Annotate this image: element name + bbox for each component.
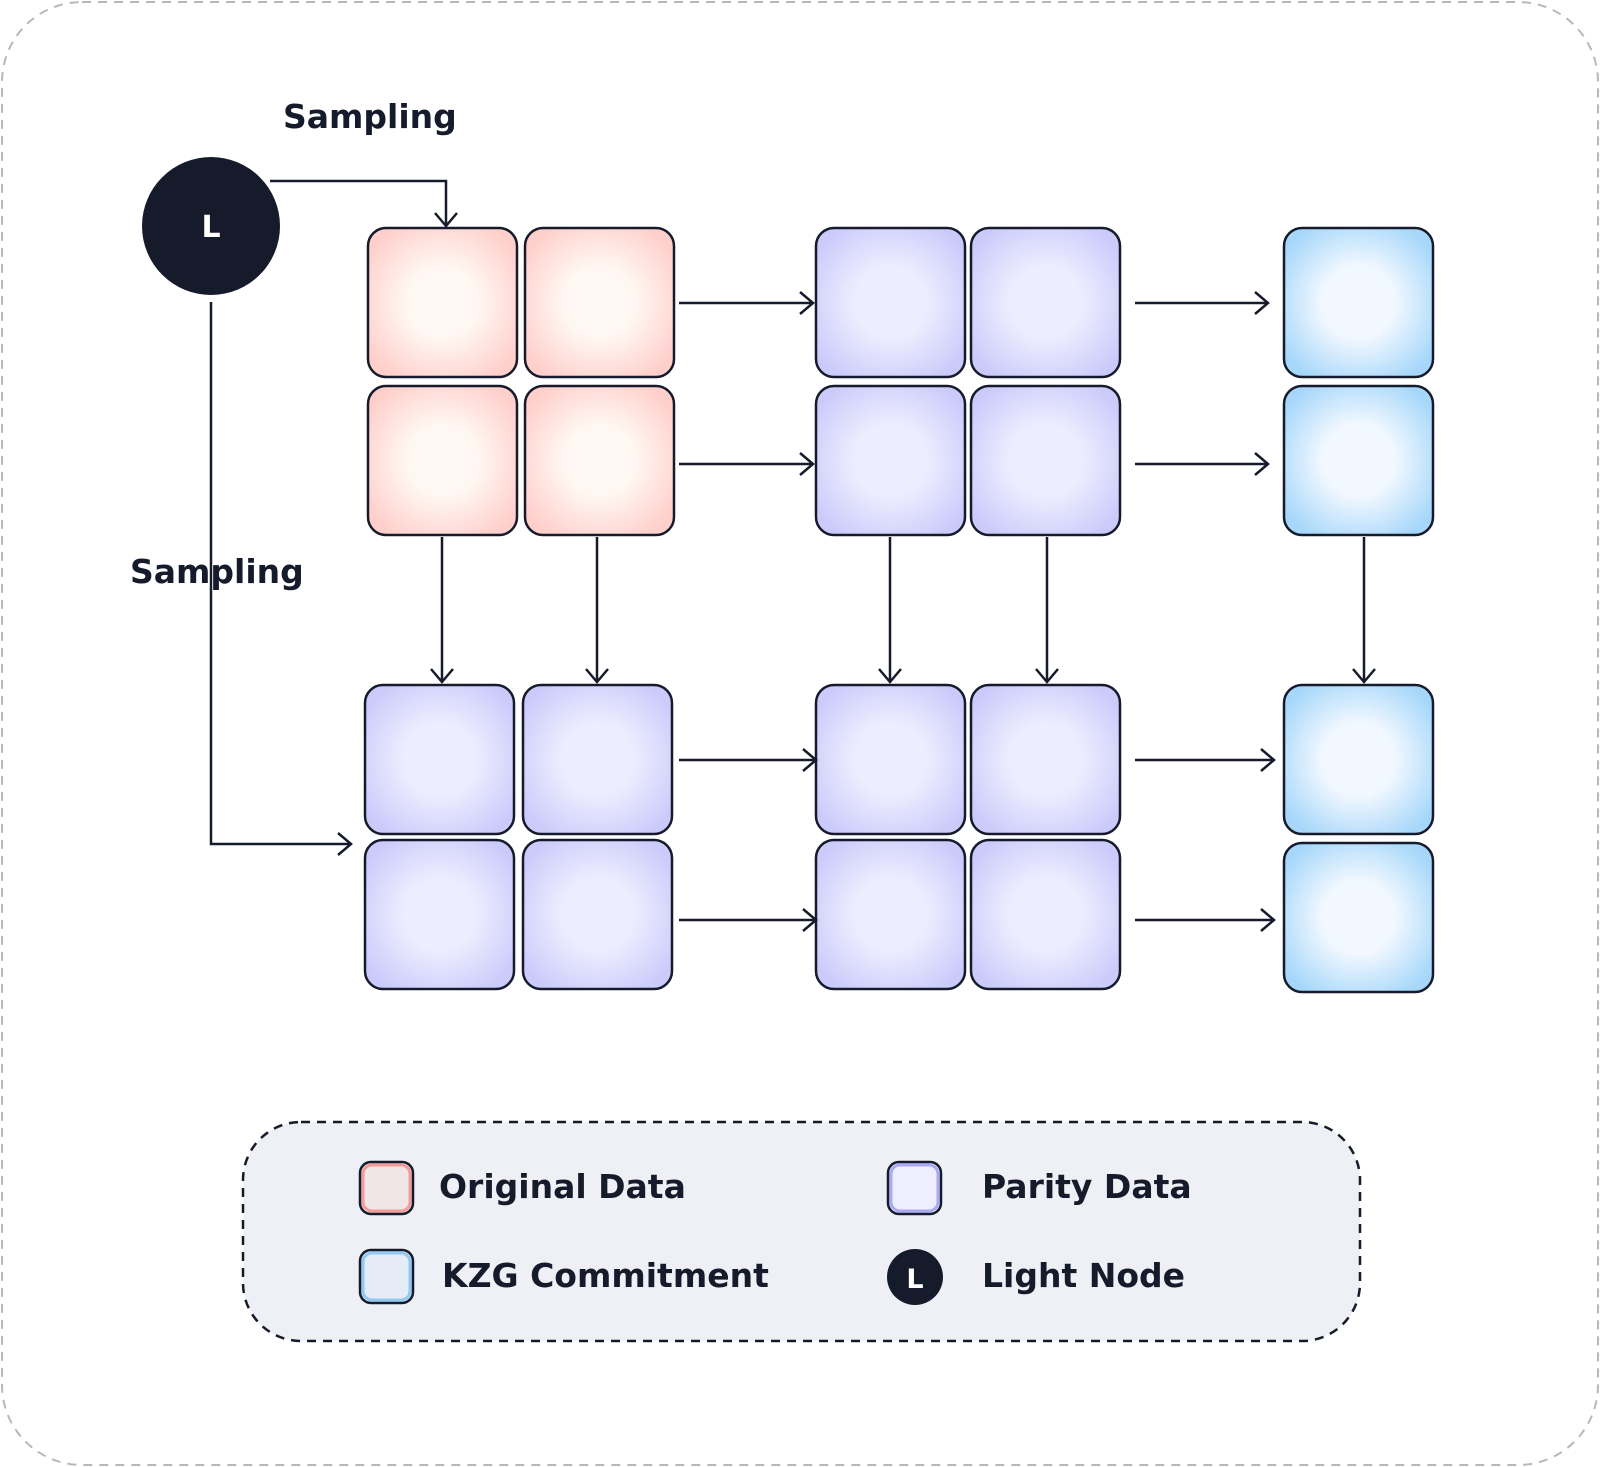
arrow-icon xyxy=(1260,908,1276,932)
original-data-cell xyxy=(523,384,676,537)
arrow-icon xyxy=(802,908,818,932)
legend-label-light-node: Light Node xyxy=(982,1256,1185,1295)
legend-item-light-node: L Light Node xyxy=(887,1249,1185,1305)
arrow-icon xyxy=(430,668,454,684)
parity-data-cell xyxy=(521,683,674,836)
original-data-cell xyxy=(366,226,519,379)
light-node-legend-letter: L xyxy=(906,1264,923,1295)
parity-data-cell xyxy=(969,226,1122,379)
parity-data-cell xyxy=(814,384,967,537)
arrow-layer xyxy=(209,179,1376,932)
arrow-icon xyxy=(878,668,902,684)
parity-data-cell xyxy=(814,226,967,379)
kzg-commitment-cell xyxy=(1282,226,1435,379)
parity-data-cell xyxy=(814,838,967,991)
kzg-commitment-cell xyxy=(1282,384,1435,537)
parity-data-cell xyxy=(363,838,516,991)
parity-data-cell xyxy=(969,838,1122,991)
sampling-label-left: Sampling xyxy=(130,552,304,591)
legend: Original Data Parity Data KZG Commitment… xyxy=(241,1120,1362,1343)
arrow-icon xyxy=(1352,668,1376,684)
original-data-swatch xyxy=(358,1160,415,1216)
kzg-commitment-cell xyxy=(1282,683,1435,836)
arrow-icon xyxy=(799,291,815,315)
parity-data-cell xyxy=(969,384,1122,537)
light-node-icon xyxy=(142,157,280,295)
arrow-icon xyxy=(1260,748,1276,772)
parity-data-cell xyxy=(814,683,967,836)
sampling-connector-left xyxy=(209,302,351,846)
arrow-icon xyxy=(585,668,609,684)
original-data-cell xyxy=(366,384,519,537)
parity-data-cell xyxy=(363,683,516,836)
legend-label-original-data: Original Data xyxy=(439,1167,686,1206)
light-node-legend-icon xyxy=(887,1249,943,1305)
legend-label-kzg-commitment: KZG Commitment xyxy=(442,1256,769,1295)
arrow-icon xyxy=(802,748,818,772)
parity-data-cell xyxy=(521,838,674,991)
kzg-commitment-cell xyxy=(1282,841,1435,994)
legend-box xyxy=(241,1120,1362,1343)
sampling-label-top: Sampling xyxy=(283,97,457,136)
kzg-commitment-swatch xyxy=(358,1248,415,1305)
data-grid xyxy=(363,226,1435,994)
arrow-icon xyxy=(1254,452,1270,476)
legend-label-parity-data: Parity Data xyxy=(982,1167,1192,1206)
light-node-letter: L xyxy=(201,210,220,245)
original-data-cell xyxy=(523,226,676,379)
arrow-icon xyxy=(1254,291,1270,315)
legend-item-parity-data: Parity Data xyxy=(886,1160,1192,1216)
parity-data-swatch xyxy=(886,1160,943,1216)
sampling-connector-top xyxy=(270,179,448,226)
arrow-icon xyxy=(1035,668,1059,684)
legend-item-original-data: Original Data xyxy=(358,1160,686,1216)
arrow-icon xyxy=(434,212,458,228)
arrow-icon xyxy=(337,832,353,856)
light-node[interactable]: L xyxy=(142,157,280,295)
arrow-icon xyxy=(799,452,815,476)
legend-item-kzg-commitment: KZG Commitment xyxy=(358,1248,769,1305)
parity-data-cell xyxy=(969,683,1122,836)
